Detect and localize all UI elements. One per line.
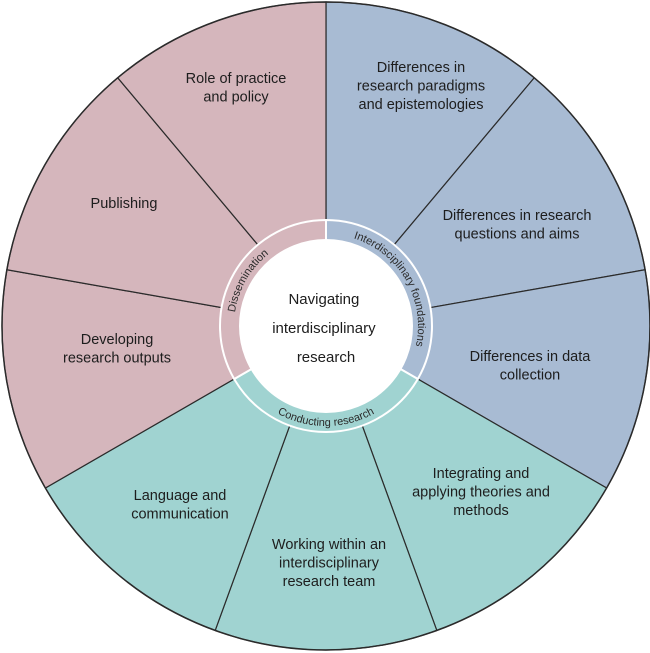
center-circle [239, 239, 413, 413]
segment-label: Publishing [91, 196, 158, 212]
center-title: Navigating interdisciplinary research [272, 291, 380, 366]
